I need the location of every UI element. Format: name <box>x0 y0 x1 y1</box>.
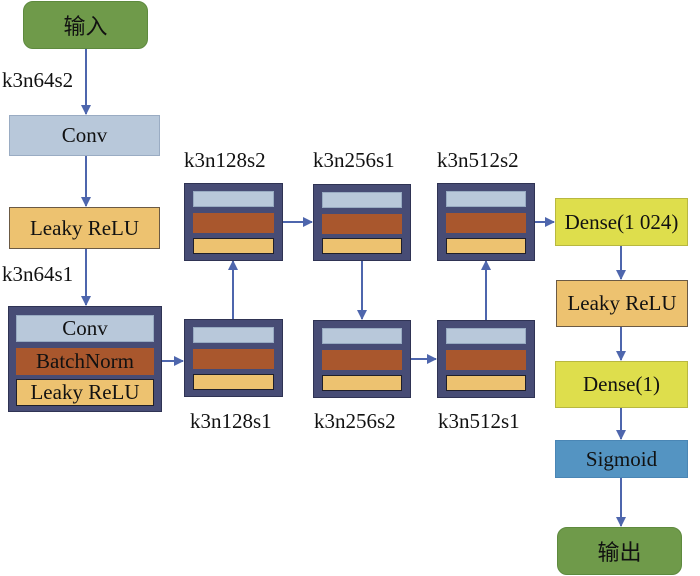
label-k3n64s2: k3n64s2 <box>2 68 74 92</box>
input-node: 输入 <box>23 1 148 49</box>
conv-bar <box>193 191 274 207</box>
block-relu-bar: Leaky ReLU <box>16 379 154 406</box>
dense-1-node: Dense(1) <box>555 361 688 408</box>
conv-bar <box>322 328 402 344</box>
leaky-relu-right-node: Leaky ReLU <box>556 280 688 327</box>
conv-bar <box>446 328 526 344</box>
output-node: 输出 <box>557 527 682 575</box>
leaky-relu-label: Leaky ReLU <box>29 215 140 240</box>
label-k3n256s1: k3n256s1 <box>313 148 395 172</box>
label-k3n64s1: k3n64s1 <box>2 262 74 286</box>
batchnorm-bar <box>446 350 526 370</box>
batchnorm-bar <box>193 349 274 369</box>
conv-bn-relu-block: Conv BatchNorm Leaky ReLU <box>8 306 162 412</box>
leaky-relu-bar <box>322 375 402 391</box>
dense-1024-node: Dense(1 024) <box>555 198 688 246</box>
block-relu-label: Leaky ReLU <box>30 380 140 404</box>
label-k3n512s1: k3n512s1 <box>438 409 520 433</box>
leaky-relu-bar <box>446 375 526 391</box>
leaky-relu-bar <box>446 238 526 254</box>
block-conv-label: Conv <box>62 316 108 340</box>
label-k3n128s2: k3n128s2 <box>184 148 266 172</box>
leaky-relu-bar <box>193 238 274 254</box>
conv-node: Conv <box>9 115 160 156</box>
dense-1-label: Dense(1) <box>583 372 660 396</box>
block-k3n512s2 <box>437 183 535 261</box>
conv-label: Conv <box>61 123 108 147</box>
block-k3n256s1 <box>313 184 411 261</box>
block-conv-bar: Conv <box>16 315 154 342</box>
label-k3n512s2: k3n512s2 <box>437 148 519 172</box>
block-batchnorm-bar: BatchNorm <box>16 348 154 375</box>
block-k3n128s2 <box>184 183 283 261</box>
leaky-relu-right-label: Leaky ReLU <box>567 291 677 315</box>
label-k3n256s2: k3n256s2 <box>314 409 396 433</box>
leaky-relu-bar <box>322 238 402 254</box>
block-k3n256s2 <box>313 320 411 398</box>
sigmoid-label: Sigmoid <box>585 446 658 471</box>
batchnorm-bar <box>446 213 526 233</box>
batchnorm-bar <box>193 213 274 233</box>
conv-bar <box>446 191 526 207</box>
leaky-relu-node: Leaky ReLU <box>9 207 160 249</box>
dense-1024-label: Dense(1 024) <box>564 209 679 234</box>
conv-bar <box>322 192 402 208</box>
block-k3n128s1 <box>184 319 283 397</box>
batchnorm-bar <box>322 350 402 370</box>
block-batchnorm-label: BatchNorm <box>36 349 134 373</box>
block-k3n512s1 <box>437 320 535 398</box>
batchnorm-bar <box>322 214 402 234</box>
output-label: 输出 <box>597 541 642 566</box>
sigmoid-node: Sigmoid <box>555 440 688 478</box>
label-k3n128s1: k3n128s1 <box>190 409 272 433</box>
conv-bar <box>193 327 274 343</box>
leaky-relu-bar <box>193 374 274 390</box>
input-label: 输入 <box>63 15 108 40</box>
